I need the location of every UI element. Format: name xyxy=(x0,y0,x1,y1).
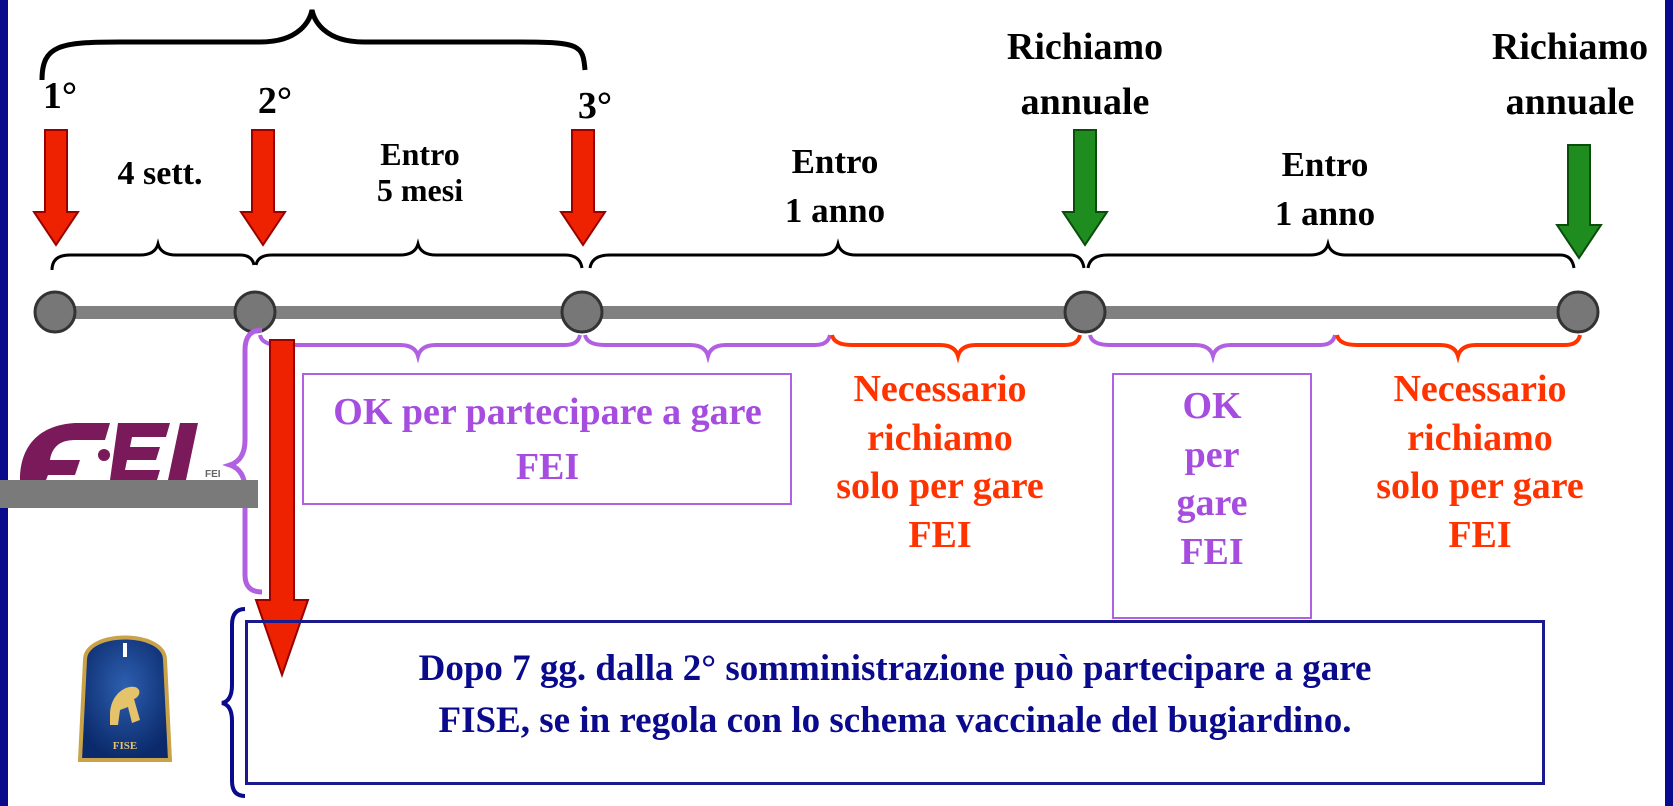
dose-label-2: 2° xyxy=(257,80,293,122)
timeline-node-3 xyxy=(560,290,604,334)
booster-label-2: Richiamo annuale xyxy=(1491,26,1649,124)
ok-brace-3 xyxy=(1088,334,1337,364)
booster-label-1: Richiamo annuale xyxy=(1006,26,1164,124)
fise-note-text: Dopo 7 gg. dalla 2° somministrazione può… xyxy=(418,648,1372,741)
dose-arrow-1 xyxy=(32,129,80,247)
dose-label-3: 3° xyxy=(577,85,613,127)
top-brace xyxy=(39,9,588,81)
dose-label-1: 1° xyxy=(42,75,78,117)
red-brace-2 xyxy=(1335,334,1582,364)
timeline-node-1 xyxy=(33,290,77,334)
left-border xyxy=(0,0,8,806)
booster-arrow-1 xyxy=(1061,129,1109,247)
fei-ok-year-box xyxy=(1112,373,1312,619)
ok-brace-2 xyxy=(583,334,832,364)
timeline-bar xyxy=(55,306,1585,319)
fei-ok-year-text: OK per gare FEI xyxy=(1176,385,1248,573)
interval-brace-4 xyxy=(1086,238,1576,269)
timeline-node-2 xyxy=(233,290,277,334)
interval-4-sett: 4 sett. xyxy=(117,155,203,192)
right-border xyxy=(1665,0,1673,806)
dose-arrow-3 xyxy=(559,129,607,247)
interval-entro-5-mesi: Entro 5 mesi xyxy=(376,136,464,208)
fei-ok-text: OK per partecipare a gare FEI xyxy=(333,391,762,489)
fise-brace xyxy=(221,607,246,798)
interval-brace-2 xyxy=(254,238,584,269)
necessario-text-1: Necessario richiamo solo per gare FEI xyxy=(836,368,1044,556)
fise-arrow xyxy=(254,339,310,679)
red-brace-1 xyxy=(830,334,1082,364)
interval-entro-1-anno-2: Entro 1 anno xyxy=(1274,145,1376,233)
fei-ok-box xyxy=(302,373,792,505)
timeline-node-4 xyxy=(1063,290,1107,334)
fise-note-box xyxy=(245,620,1545,785)
fise-logo-text: FISE xyxy=(113,740,137,752)
ok-brace-1 xyxy=(258,334,582,364)
dose-arrow-2 xyxy=(239,129,287,247)
interval-brace-1 xyxy=(50,238,256,271)
interval-entro-1-anno-1: Entro 1 anno xyxy=(784,142,886,230)
interval-brace-3 xyxy=(588,238,1086,269)
fei-brace xyxy=(222,327,263,595)
fei-logo-text: FEI xyxy=(205,469,221,480)
fise-logo: FISE xyxy=(77,635,173,762)
fei-logo: FEI xyxy=(0,423,258,508)
timeline-node-5 xyxy=(1556,290,1600,334)
necessario-text-2: Necessario richiamo solo per gare FEI xyxy=(1376,368,1584,556)
booster-arrow-2 xyxy=(1555,144,1603,260)
